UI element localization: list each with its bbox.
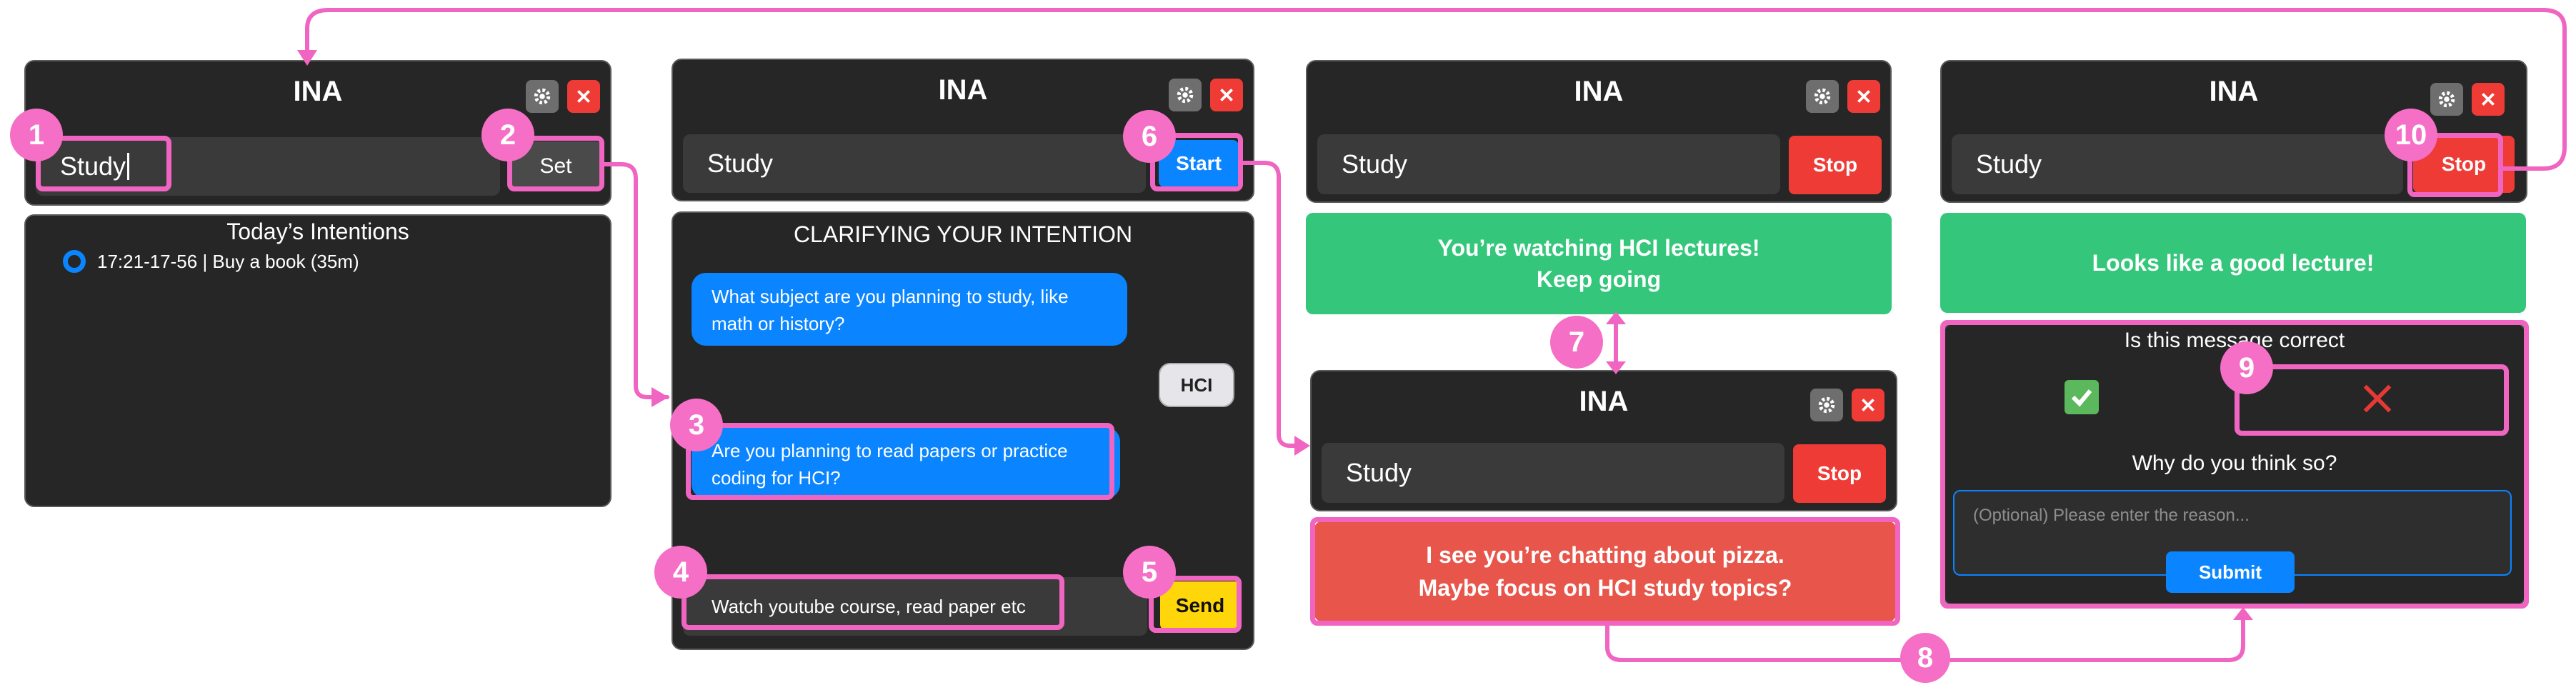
close-icon[interactable] xyxy=(1852,389,1884,421)
stop-button[interactable]: Stop xyxy=(1793,444,1886,503)
warning-line2: Maybe focus on HCI study topics? xyxy=(1418,575,1792,601)
panel3-window-top: INA Study Stop xyxy=(1306,60,1892,203)
intention-item-label: 17:21-17-56 | Buy a book (35m) xyxy=(97,250,359,272)
feedback-positive: Looks like a good lecture! xyxy=(1940,213,2526,313)
close-icon[interactable] xyxy=(567,80,600,113)
step-badge-7: 7 xyxy=(1550,316,1603,369)
check-icon[interactable] xyxy=(2065,380,2099,414)
intention-input[interactable]: Study xyxy=(683,134,1146,193)
step-badge-1: 1 xyxy=(10,109,63,161)
step-badge-5: 5 xyxy=(1123,546,1176,599)
user-message: HCI xyxy=(1159,363,1234,407)
radio-icon[interactable] xyxy=(63,250,86,273)
gear-icon[interactable] xyxy=(2430,83,2463,116)
gear-icon[interactable] xyxy=(1806,80,1839,113)
app-title: INA xyxy=(293,76,343,107)
feedback-line2: Keep going xyxy=(1536,266,1662,292)
step-badge-6: 6 xyxy=(1123,110,1176,163)
intention-input-value: Study xyxy=(1346,458,1412,487)
bot-message: What subject are you planning to study, … xyxy=(692,273,1127,346)
submit-button[interactable]: Submit xyxy=(2166,551,2295,593)
gear-icon[interactable] xyxy=(1810,389,1843,421)
step-badge-10: 10 xyxy=(2385,109,2437,161)
feedback-line1: You’re watching HCI lectures! xyxy=(1437,235,1760,261)
app-title: INA xyxy=(1579,386,1629,417)
close-icon[interactable] xyxy=(1210,79,1243,111)
step-badge-4: 4 xyxy=(654,546,707,599)
app-title: INA xyxy=(938,74,988,106)
intention-item[interactable]: 17:21-17-56 | Buy a book (35m) xyxy=(63,250,359,273)
intentions-panel: Today’s Intentions 17:21-17-56 | Buy a b… xyxy=(24,214,611,507)
why-question: Why do you think so? xyxy=(2132,451,2337,475)
cross-icon[interactable] xyxy=(2359,380,2396,417)
step-badge-9: 9 xyxy=(2220,341,2273,394)
highlight-warning xyxy=(1310,517,1900,626)
highlight-5 xyxy=(1149,576,1242,633)
reason-placeholder: (Optional) Please enter the reason... xyxy=(1973,506,2250,525)
warning-line1: I see you’re chatting about pizza. xyxy=(1426,542,1784,568)
close-icon[interactable] xyxy=(1847,80,1880,113)
feedback-warning: I see you’re chatting about pizza. Maybe… xyxy=(1314,521,1896,621)
step-badge-8: 8 xyxy=(1900,633,1950,683)
intentions-title: Today’s Intentions xyxy=(226,219,409,244)
highlight-3 xyxy=(686,423,1114,500)
intention-input[interactable]: Study xyxy=(1952,134,2403,194)
intention-input-value: Study xyxy=(1976,149,2042,179)
intention-input[interactable]: Study xyxy=(1317,134,1780,194)
intention-input-value: Study xyxy=(1342,149,1408,179)
highlight-correction xyxy=(1940,320,2529,609)
close-icon[interactable] xyxy=(2472,83,2505,116)
intention-input-value: Study xyxy=(60,151,126,181)
feedback-text: Looks like a good lecture! xyxy=(2092,250,2375,276)
panel3-window-bottom: INA Study Stop xyxy=(1310,370,1897,511)
highlight-9 xyxy=(2235,364,2509,436)
intention-input-value: Study xyxy=(707,149,774,178)
app-title: INA xyxy=(1574,76,1624,107)
text-cursor xyxy=(127,153,130,180)
step-badge-3: 3 xyxy=(670,399,723,451)
highlight-1 xyxy=(36,136,171,191)
gear-icon[interactable] xyxy=(1169,79,1202,111)
chat-title: CLARIFYING YOUR INTENTION xyxy=(793,221,1133,247)
bot-message: Are you planning to read papers or pract… xyxy=(692,427,1120,499)
intention-input[interactable]: Study xyxy=(1322,443,1784,503)
step-badge-2: 2 xyxy=(481,109,534,161)
stop-button[interactable]: Stop xyxy=(1789,136,1882,194)
send-button[interactable]: Send xyxy=(1160,581,1240,630)
highlight-4 xyxy=(682,574,1064,630)
chat-reply-value: Watch youtube course, read paper etc xyxy=(712,595,1026,617)
feedback-positive: You’re watching HCI lectures! Keep going xyxy=(1306,213,1892,314)
gear-icon[interactable] xyxy=(526,80,559,113)
